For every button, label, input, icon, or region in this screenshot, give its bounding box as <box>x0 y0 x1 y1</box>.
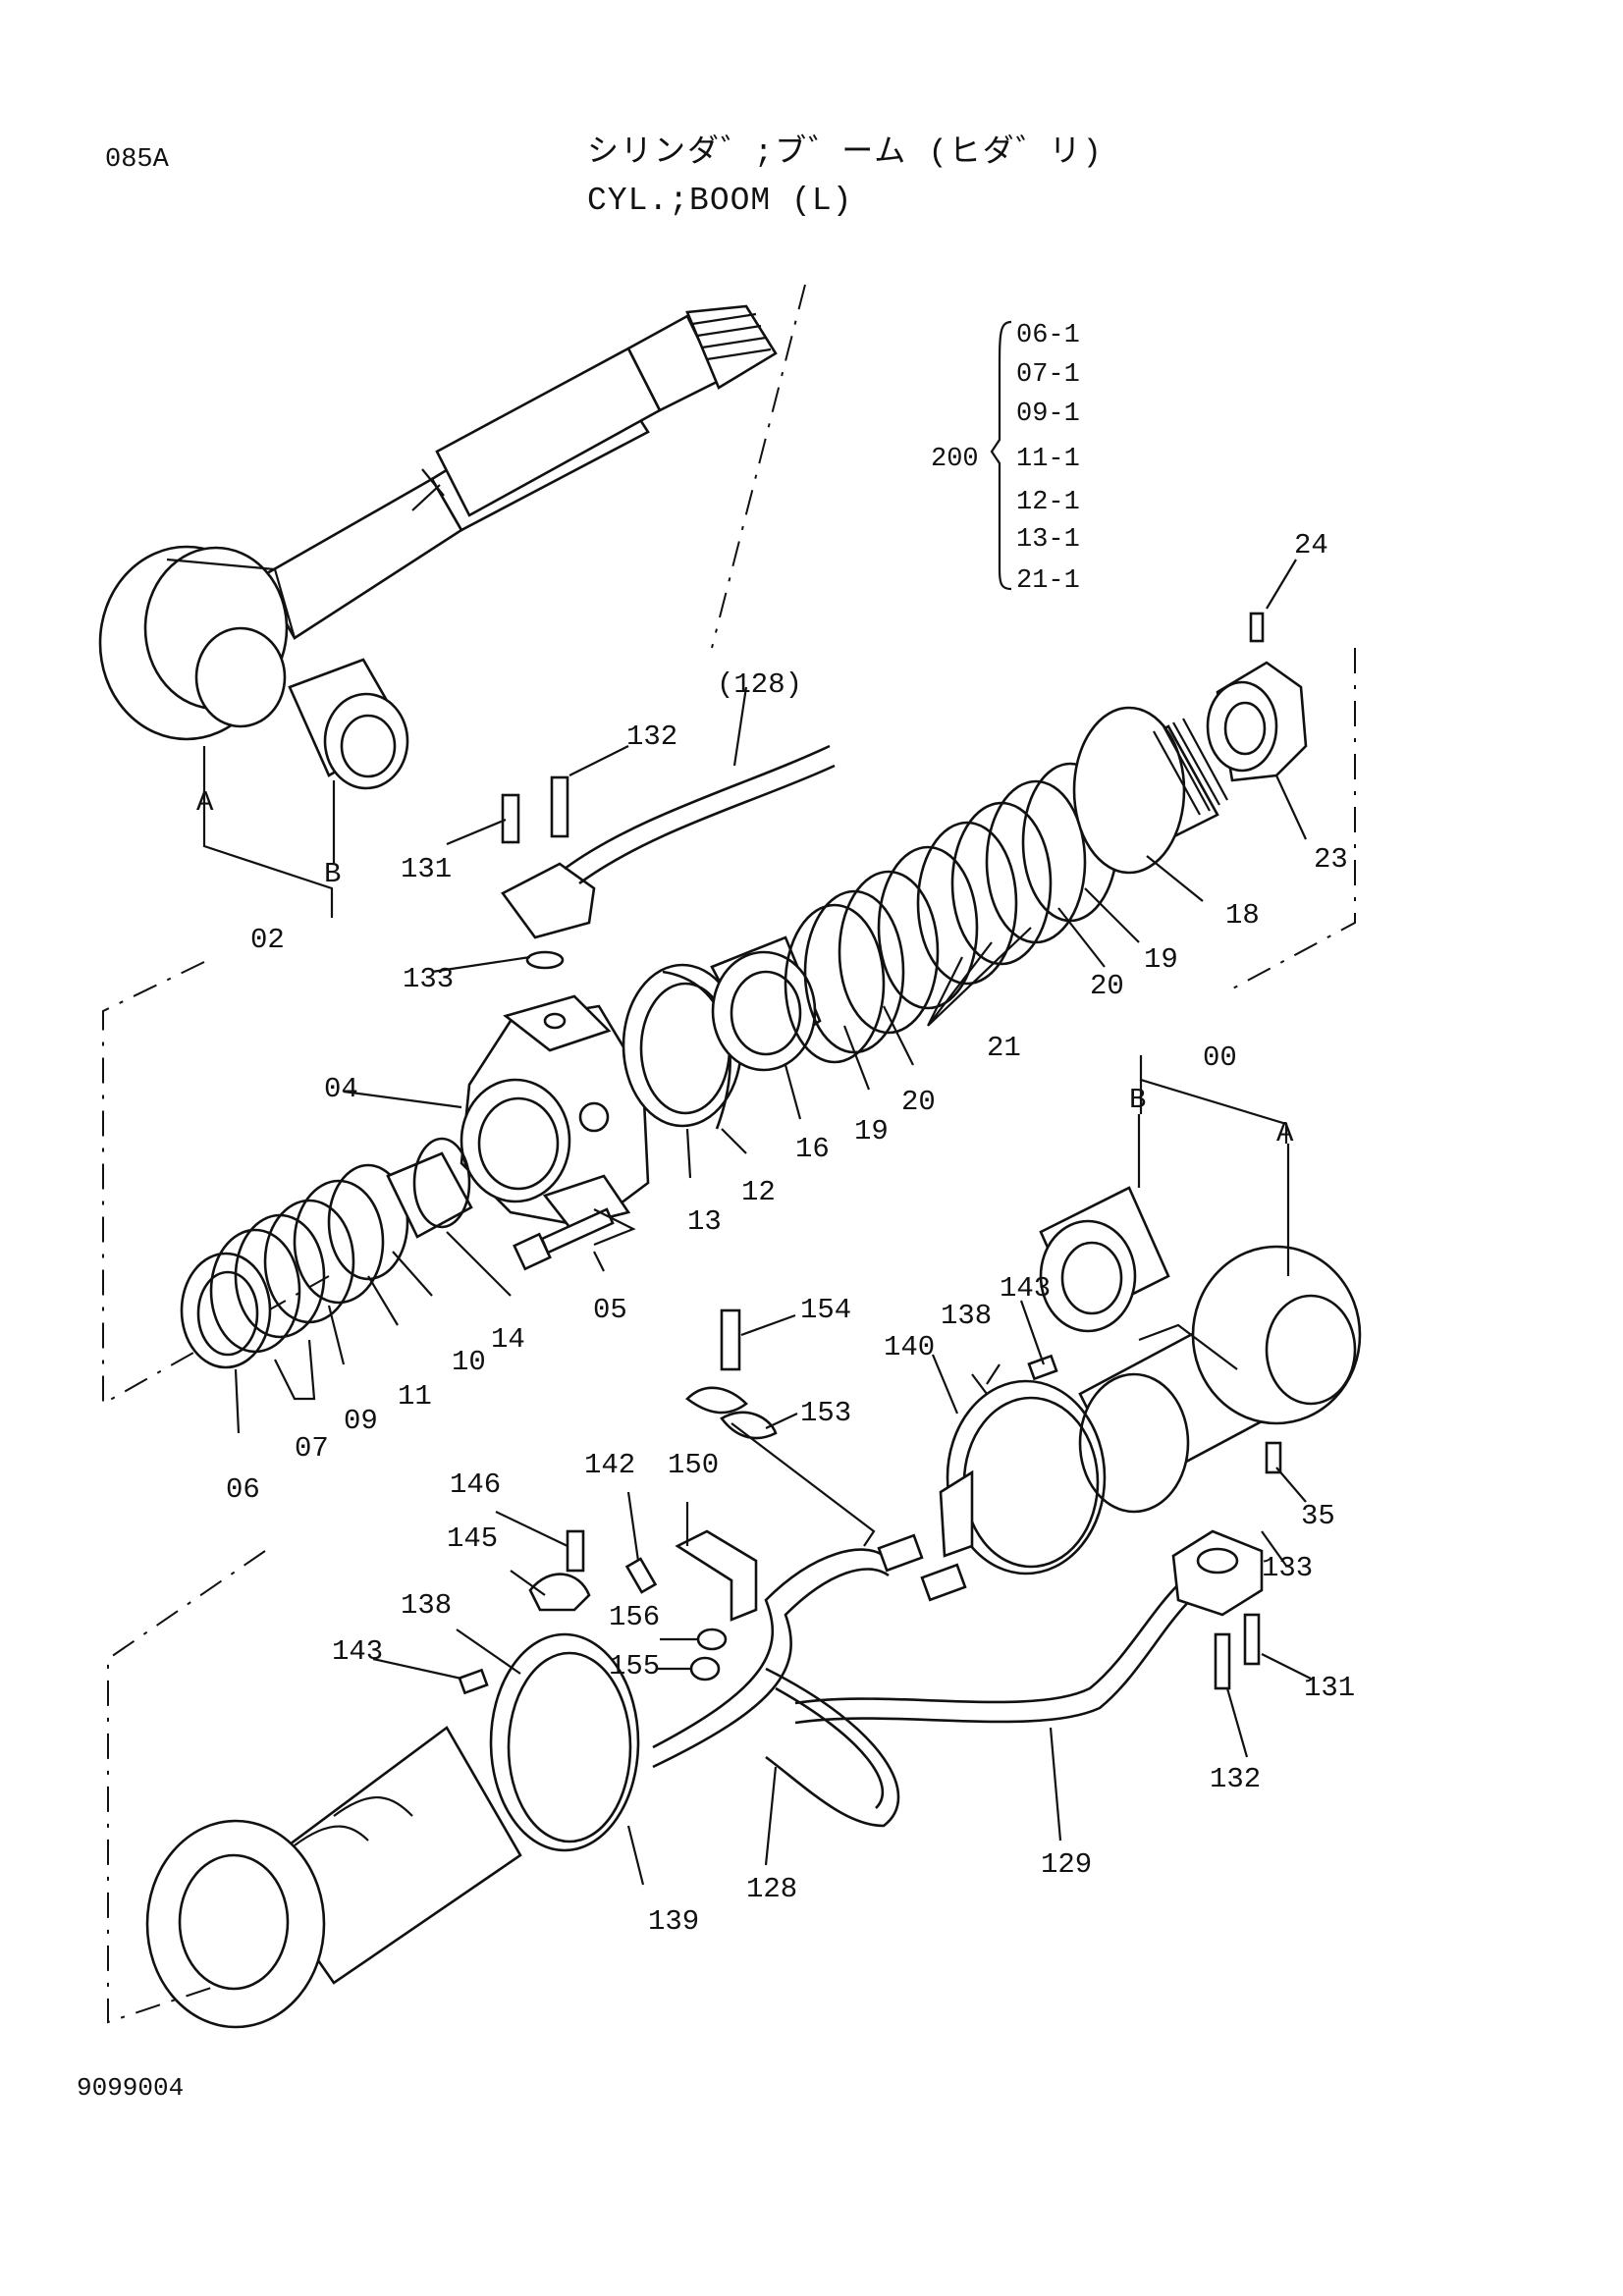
part-label-18: 18 <box>1225 899 1260 932</box>
part-label-23: 23 <box>1314 843 1348 876</box>
part-label-35: 35 <box>1301 1500 1335 1532</box>
bracket-150 <box>675 1308 778 1622</box>
part-label-150: 150 <box>668 1449 719 1481</box>
part-label-132: 132 <box>1210 1763 1261 1795</box>
part-label-20: 20 <box>901 1086 936 1118</box>
part-label-132: 132 <box>626 721 677 753</box>
page-code: 085A <box>105 145 169 175</box>
part-label-128-ref: (128) <box>717 668 802 701</box>
kit-item: 06-1 <box>1016 321 1080 350</box>
part-label-12: 12 <box>741 1176 776 1208</box>
part-labels: A B 02 131 132 (128) 133 04 05 06 07 09 … <box>196 529 1355 1938</box>
part-label-156: 156 <box>609 1601 660 1633</box>
part-label-153: 153 <box>800 1397 851 1429</box>
part-label-143: 143 <box>332 1635 383 1668</box>
fitting-128 <box>877 1533 924 1573</box>
part-label-16: 16 <box>795 1133 830 1165</box>
seal-stack-head <box>784 762 1119 1064</box>
clamp-140 <box>939 1379 1107 1575</box>
part-label-13: 13 <box>687 1205 722 1238</box>
part-label-143: 143 <box>1000 1272 1051 1305</box>
seal-stack-left <box>180 1137 473 1369</box>
bushing-top <box>288 658 409 790</box>
part-label-139: 139 <box>648 1905 699 1938</box>
kit-item: 11-1 <box>1016 445 1080 474</box>
piston-rod <box>98 304 778 741</box>
title-english: CYL.;BOOM (L) <box>587 183 853 219</box>
piston-18 <box>1072 706 1228 875</box>
part-label-19: 19 <box>1144 943 1178 976</box>
part-label-02: 02 <box>250 924 285 956</box>
ref-letter-a: A <box>1276 1117 1294 1149</box>
title-japanese: シリンダ゛;ブ゛ーム (ヒダ゛リ) <box>587 134 1104 171</box>
part-label-154: 154 <box>800 1294 851 1326</box>
nut-23 <box>1206 661 1308 782</box>
kit-item: 21-1 <box>1016 566 1080 596</box>
flange-upper <box>501 775 596 970</box>
part-label-11: 11 <box>398 1380 432 1413</box>
part-label-19: 19 <box>854 1115 889 1148</box>
part-label-131: 131 <box>1304 1672 1355 1704</box>
part-label-14: 14 <box>491 1323 525 1356</box>
part-label-146: 146 <box>450 1468 501 1501</box>
bushing-16 <box>710 935 822 1072</box>
bolt-05 <box>513 1207 615 1271</box>
part-label-131: 131 <box>401 853 452 885</box>
cylinder-tube <box>1039 1186 1362 1514</box>
ref-letter-a: A <box>196 786 214 819</box>
fitting-129 <box>920 1563 967 1602</box>
part-label-155: 155 <box>609 1650 660 1682</box>
kit-label: 200 <box>931 445 979 474</box>
kit-item: 12-1 <box>1016 488 1080 517</box>
drawing-number: 9099004 <box>77 2073 185 2103</box>
part-label-133: 133 <box>403 963 454 995</box>
part-label-129: 129 <box>1041 1848 1092 1881</box>
bolt-143-left <box>458 1668 489 1695</box>
part-label-09: 09 <box>344 1405 378 1437</box>
part-label-00: 00 <box>1203 1041 1237 1074</box>
grease-fitting-35 <box>1265 1441 1282 1474</box>
cylinder-bottom <box>145 1726 522 2029</box>
ref-letter-b: B <box>324 858 341 890</box>
leader-lines <box>202 559 1312 1886</box>
part-label-128: 128 <box>746 1873 797 1905</box>
part-label-24: 24 <box>1294 529 1328 561</box>
part-label-10: 10 <box>452 1346 486 1378</box>
set-screw-24 <box>1249 612 1265 643</box>
flange-lower <box>1171 1529 1264 1690</box>
kit-item: 13-1 <box>1016 525 1080 555</box>
kit-item: 09-1 <box>1016 400 1080 429</box>
kit-item: 07-1 <box>1016 360 1080 390</box>
clamp-139 <box>489 1632 640 1852</box>
part-label-133: 133 <box>1262 1552 1313 1584</box>
kit-brace <box>990 320 1012 591</box>
part-label-145: 145 <box>447 1522 498 1555</box>
bolt-143-right <box>1027 1354 1058 1381</box>
part-label-04: 04 <box>324 1073 358 1105</box>
part-label-138: 138 <box>401 1589 452 1622</box>
part-label-142: 142 <box>584 1449 635 1481</box>
cylinder-head <box>460 994 650 1229</box>
part-label-05: 05 <box>593 1294 627 1326</box>
part-label-140: 140 <box>884 1331 935 1363</box>
part-label-138: 138 <box>941 1300 992 1332</box>
part-label-21: 21 <box>987 1032 1021 1064</box>
part-label-07: 07 <box>295 1432 329 1465</box>
clamp-145 <box>528 1529 728 1682</box>
part-label-06: 06 <box>226 1473 260 1506</box>
part-label-20: 20 <box>1090 970 1124 1002</box>
ref-letter-b: B <box>1129 1084 1146 1116</box>
